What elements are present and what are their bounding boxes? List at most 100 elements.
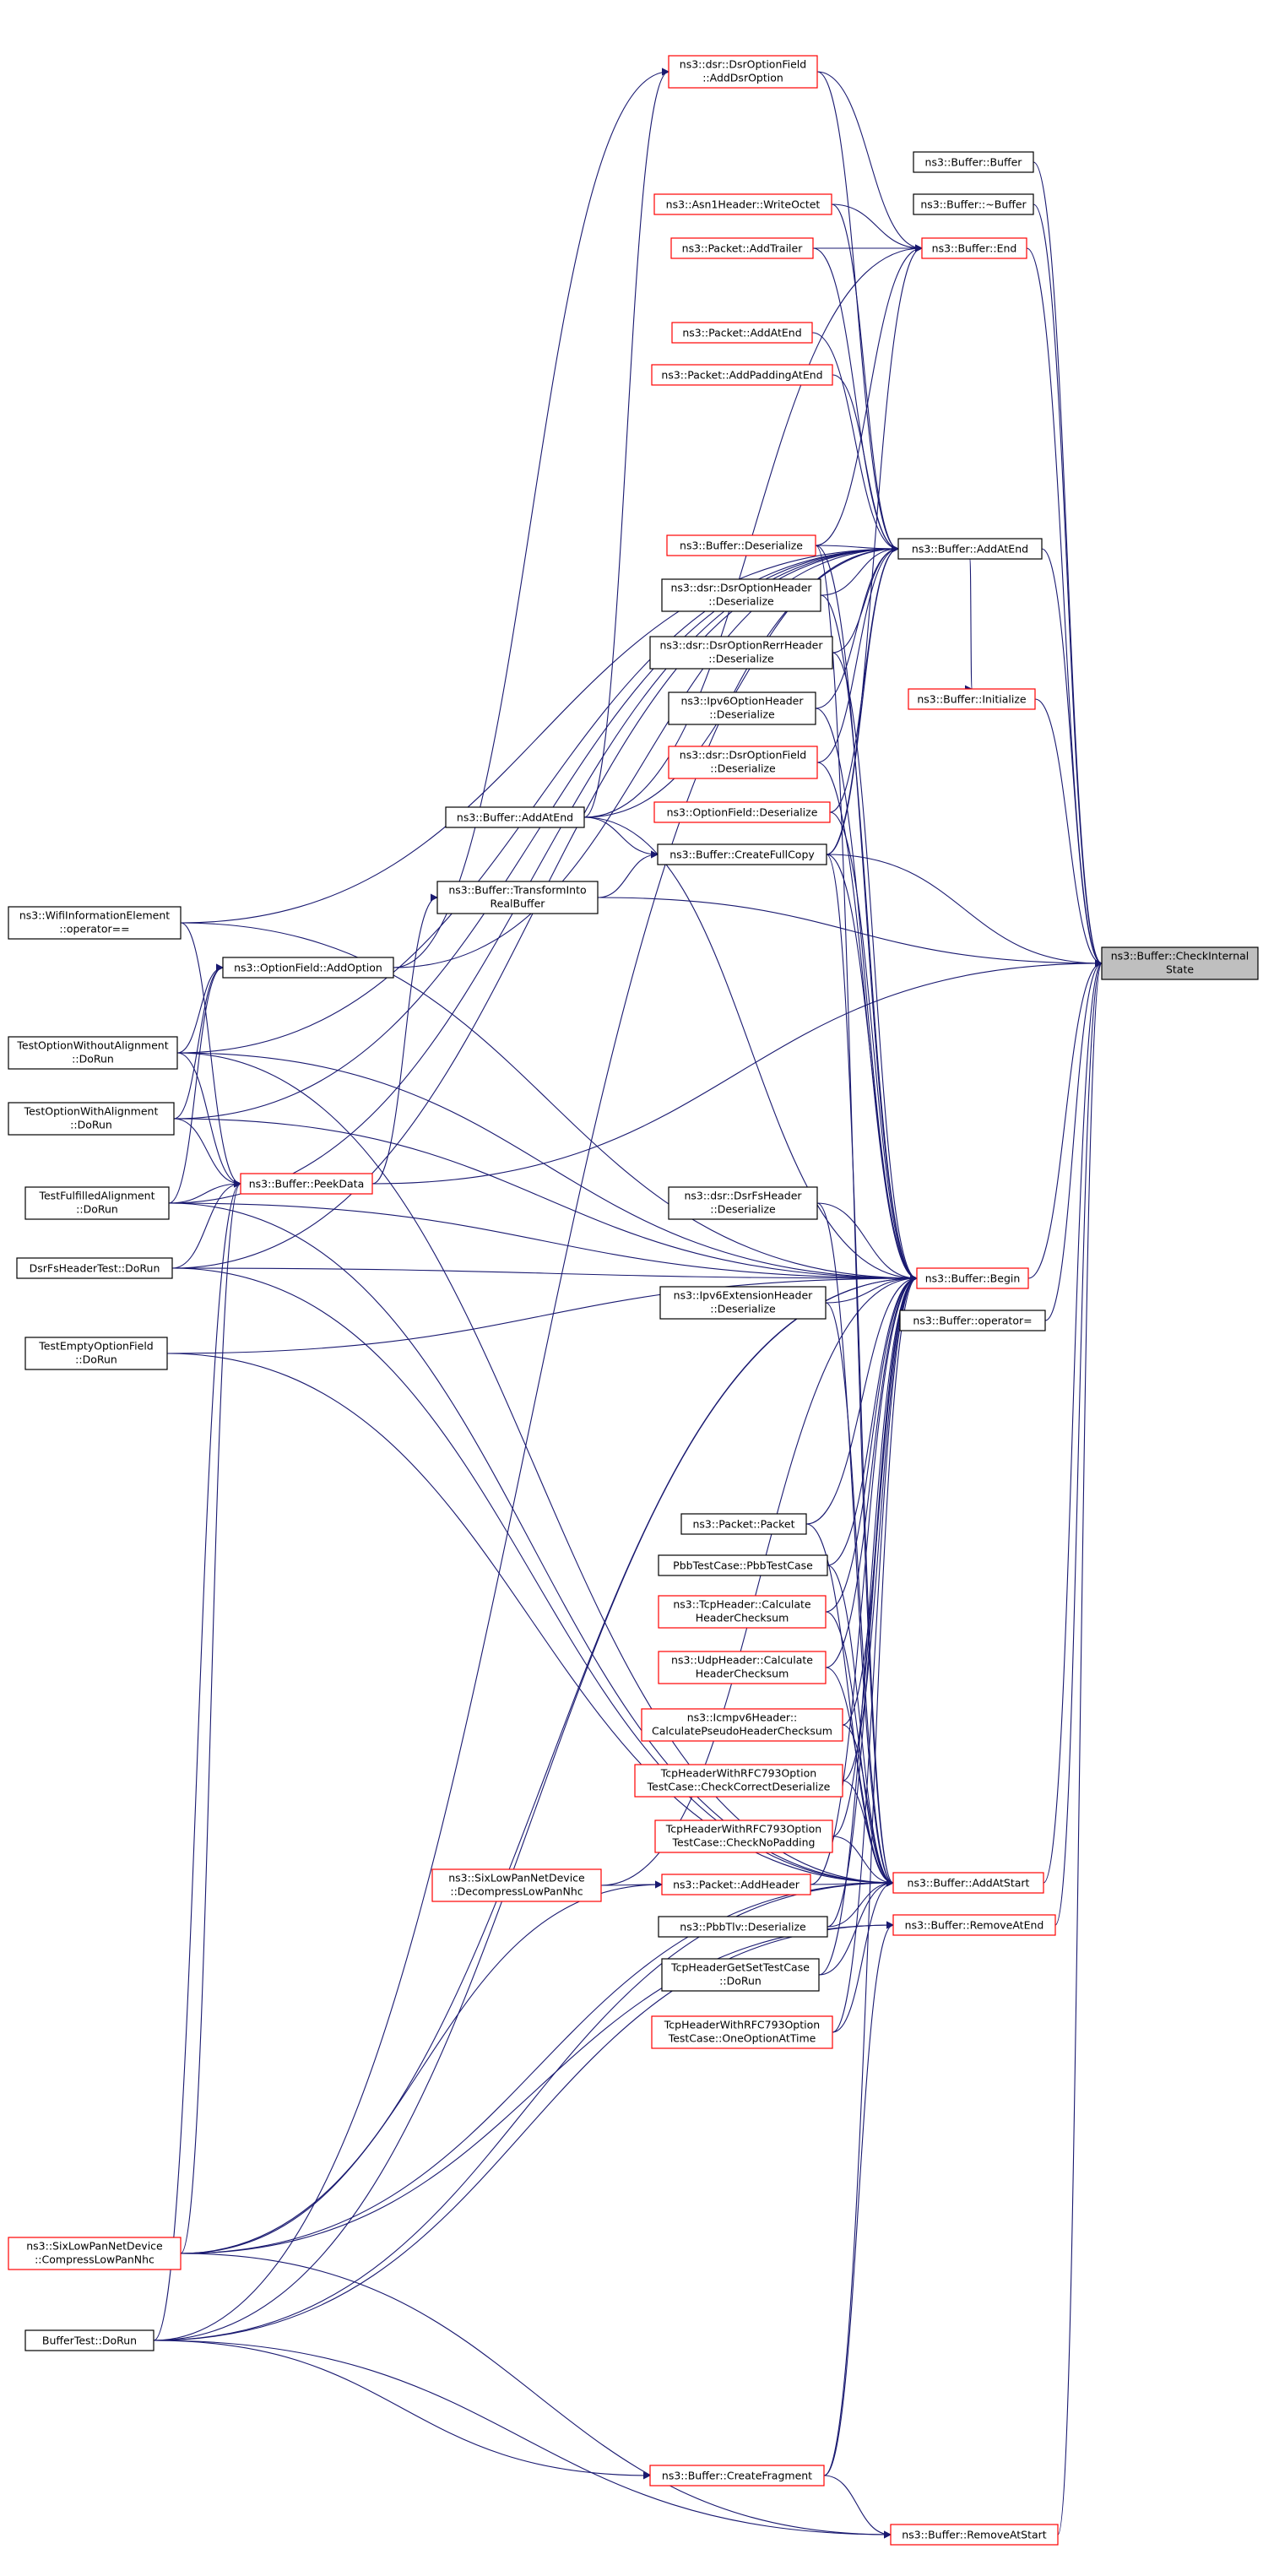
node-operator-assign[interactable]: ns3::Buffer::operator= <box>899 1310 1046 1331</box>
node-buffer-ctor[interactable]: ns3::Buffer::Buffer <box>913 151 1034 173</box>
node-label-line: ns3::Buffer::AddAtEnd <box>912 543 1028 556</box>
edge-buffertest-to-addatstart <box>153 1879 894 2341</box>
node-removeatend[interactable]: ns3::Buffer::RemoveAtEnd <box>892 1914 1056 1936</box>
node-label-line: ns3::Buffer::AddAtEnd <box>457 811 573 824</box>
node-createfullcopy[interactable]: ns3::Buffer::CreateFullCopy <box>657 843 827 865</box>
edge-buffertest-to-begin <box>153 1274 918 2341</box>
node-testempty[interactable]: TestEmptyOptionField::DoRun <box>24 1337 168 1370</box>
node-box <box>649 636 833 670</box>
node-box <box>658 1651 827 1684</box>
node-label-line: ::Deserialize <box>710 1303 776 1315</box>
node-dsrfstest[interactable]: DsrFsHeaderTest::DoRun <box>16 1257 173 1279</box>
node-ipv6opt-deser[interactable]: ns3::Ipv6OptionHeader::Deserialize <box>668 691 816 725</box>
edge-begin-to-checkinternal <box>1027 959 1103 1279</box>
edge-buffer-ctor-to-checkinternal <box>1033 161 1103 968</box>
node-addatend-main[interactable]: ns3::Buffer::AddAtEnd <box>897 538 1043 560</box>
node-dsrfs-deser[interactable]: ns3::dsr::DsrFsHeader::Deserialize <box>668 1186 818 1220</box>
node-packet-addheader[interactable]: ns3::Packet::AddHeader <box>661 1874 811 1895</box>
edge-peekdata-to-transform <box>371 893 438 1185</box>
node-label-line: TestOptionWithoutAlignment <box>16 1039 168 1052</box>
node-testfulfilled[interactable]: TestFulfilledAlignment::DoRun <box>24 1186 170 1220</box>
node-wifi-op[interactable]: ns3::WifiInformationElement::operator== <box>8 906 182 940</box>
node-packet-addtrailer[interactable]: ns3::Packet::AddTrailer <box>670 237 814 259</box>
node-tcp793-nopad[interactable]: TcpHeaderWithRFC793OptionTestCase::Check… <box>654 1819 833 1853</box>
edge-peekdata-to-checkinternal <box>371 959 1103 1185</box>
node-packet-ctor[interactable]: ns3::Packet::Packet <box>680 1513 807 1535</box>
node-label-line: ns3::Packet::AddHeader <box>673 1879 800 1891</box>
node-optionfield-deser[interactable]: ns3::OptionField::Deserialize <box>653 801 831 823</box>
node-testoptwith[interactable]: TestOptionWithAlignment::DoRun <box>8 1102 175 1136</box>
node-packet-addpadding[interactable]: ns3::Packet::AddPaddingAtEnd <box>651 364 833 386</box>
edge-icmpv6-checksum-to-addatstart <box>842 1724 894 1887</box>
node-sixlow-comp[interactable]: ns3::SixLowPanNetDevice::CompressLowPanN… <box>8 2237 182 2270</box>
node-box <box>24 1186 170 1220</box>
node-dsr-field-deser[interactable]: ns3::dsr::DsrOptionField::Deserialize <box>668 746 818 779</box>
node-tcp793-check[interactable]: TcpHeaderWithRFC793OptionTestCase::Check… <box>634 1764 843 1798</box>
node-tcpgetset[interactable]: TcpHeaderGetSetTestCase::DoRun <box>661 1958 820 1992</box>
node-icmpv6-checksum[interactable]: ns3::Icmpv6Header::CalculatePseudoHeader… <box>641 1708 843 1742</box>
node-asn1-write[interactable]: ns3::Asn1Header::WriteOctet <box>653 193 832 215</box>
node-buffer-deserialize[interactable]: ns3::Buffer::Deserialize <box>666 534 816 556</box>
node-packet-addatend[interactable]: ns3::Packet::AddAtEnd <box>671 322 813 344</box>
node-buffer-dtor[interactable]: ns3::Buffer::~Buffer <box>913 193 1034 215</box>
node-dsr-addoption[interactable]: ns3::dsr::DsrOptionField::AddDsrOption <box>668 55 818 89</box>
node-createfragment[interactable]: ns3::Buffer::CreateFragment <box>649 2465 825 2487</box>
edge-testoptwith-to-optionfield-add <box>173 963 224 1120</box>
edge-buffer-addatend2-to-createfullcopy <box>583 816 659 859</box>
node-label-line: ::Deserialize <box>708 653 774 665</box>
edge-ipv6opt-deser-to-begin <box>815 708 918 1283</box>
edge-createfullcopy-to-addatend-main <box>826 545 899 855</box>
edge-testoptwithout-to-optionfield-add <box>176 963 224 1054</box>
node-label-line: ::DoRun <box>72 1053 114 1066</box>
node-end[interactable]: ns3::Buffer::End <box>921 237 1027 259</box>
node-dsr-rerr-deser[interactable]: ns3::dsr::DsrOptionRerrHeader::Deseriali… <box>649 636 833 670</box>
node-label-line: ns3::Buffer::RemoveAtStart <box>902 2529 1047 2541</box>
edge-dsr-field-deser-to-addatend-main <box>816 545 899 763</box>
node-box <box>668 691 816 725</box>
node-peekdata[interactable]: ns3::Buffer::PeekData <box>240 1173 373 1195</box>
node-box <box>892 1914 1056 1936</box>
edge-packet-addtrailer-to-addatend-main <box>812 247 899 553</box>
node-label-line: ns3::Buffer::Deserialize <box>680 540 803 552</box>
node-box <box>670 237 814 259</box>
node-box <box>8 1102 175 1136</box>
node-initialize[interactable]: ns3::Buffer::Initialize <box>908 688 1036 710</box>
node-buffertest[interactable]: BufferTest::DoRun <box>24 2329 154 2351</box>
node-ipv6ext-deser[interactable]: ns3::Ipv6ExtensionHeader::Deserialize <box>659 1286 827 1320</box>
node-label-line: ns3::dsr::DsrFsHeader <box>684 1190 802 1202</box>
edge-buffer-deserialize-to-end <box>815 244 923 546</box>
node-tcp793-oneopt[interactable]: TcpHeaderWithRFC793OptionTestCase::OneOp… <box>651 2015 833 2049</box>
node-pbbtlv-deser[interactable]: ns3::PbbTlv::Deserialize <box>658 1916 828 1938</box>
node-box <box>436 881 599 914</box>
node-label-line: ns3::dsr::DsrOptionHeader <box>670 582 812 594</box>
edge-wifi-op-to-addatend-main <box>180 545 899 924</box>
node-testoptwithout[interactable]: TestOptionWithoutAlignment::DoRun <box>8 1036 178 1070</box>
node-label-line: ns3::TcpHeader::Calculate <box>673 1598 811 1611</box>
node-box <box>661 1958 820 1992</box>
edge-optionfield-deser-to-begin <box>829 811 918 1283</box>
node-box <box>16 1257 173 1279</box>
node-dsr-header-deser[interactable]: ns3::dsr::DsrOptionHeader::Deserialize <box>661 578 821 612</box>
node-pbbtestcase[interactable]: PbbTestCase::PbbTestCase <box>658 1554 828 1576</box>
node-addatstart[interactable]: ns3::Buffer::AddAtStart <box>892 1872 1044 1894</box>
node-box <box>897 538 1043 560</box>
edge-tcp-checksum-to-begin <box>825 1274 918 1613</box>
node-label-line: ns3::UdpHeader::Calculate <box>671 1654 813 1667</box>
node-box <box>24 1337 168 1370</box>
edge-tcp793-oneopt-to-addatstart <box>832 1879 894 2033</box>
node-removeatstart[interactable]: ns3::Buffer::RemoveAtStart <box>890 2524 1059 2546</box>
node-label-line: ns3::WifiInformationElement <box>19 909 170 922</box>
node-label-line: TestOptionWithAlignment <box>24 1105 159 1118</box>
node-box <box>913 151 1034 173</box>
node-begin[interactable]: ns3::Buffer::Begin <box>916 1267 1029 1289</box>
node-sixlow-decomp[interactable]: ns3::SixLowPanNetDevice::DecompressLowPa… <box>431 1868 602 1902</box>
edge-buffer-addatend2-to-begin <box>583 816 918 1283</box>
edge-dsr-header-deser-to-addatend-main <box>820 545 899 596</box>
node-box <box>658 1916 828 1938</box>
node-buffer-addatend2[interactable]: ns3::Buffer::AddAtEnd <box>445 806 585 828</box>
node-optionfield-add[interactable]: ns3::OptionField::AddOption <box>222 957 394 979</box>
